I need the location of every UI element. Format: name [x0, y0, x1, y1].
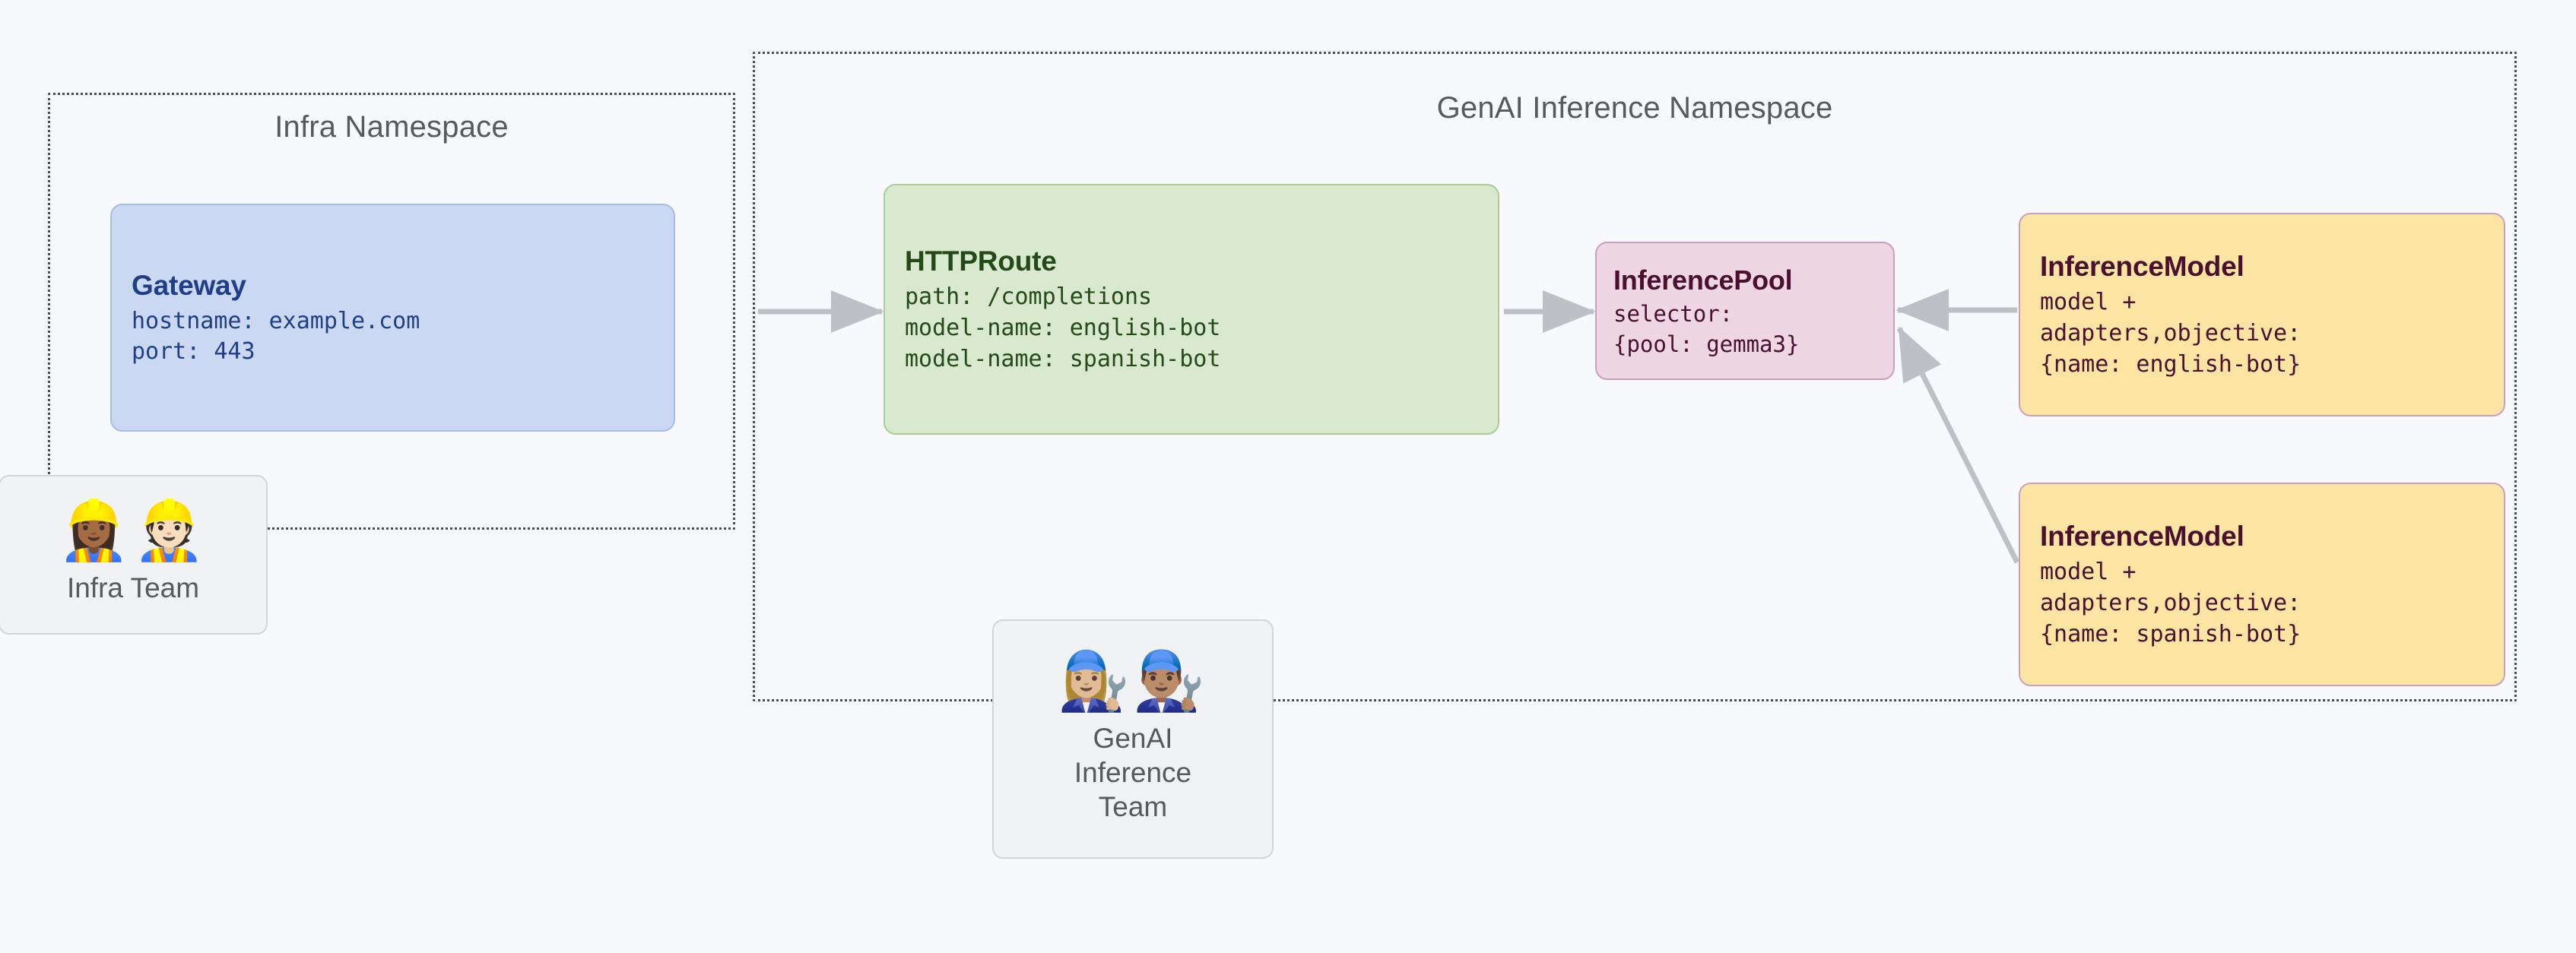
- node-inferencepool-title: InferencePool: [1613, 264, 1793, 296]
- node-inferencemodel-spanish-title: InferenceModel: [2040, 521, 2244, 552]
- badge-genai-inference-team[interactable]: 👩🏼‍🔧👨🏽‍🔧 GenAI Inference Team: [992, 619, 1274, 859]
- node-httproute-model-name-spanish: model-name: spanish-bot: [905, 345, 1221, 372]
- node-inferencepool[interactable]: InferencePool selector: {pool: gemma3}: [1595, 242, 1895, 380]
- node-inferencemodel-spanish-line-1: model +: [2040, 559, 2137, 586]
- namespace-infra-title: Infra Namespace: [274, 110, 509, 144]
- namespace-genai-inference-title: GenAI Inference Namespace: [1436, 91, 1833, 125]
- node-inferencemodel-english-line-2: adapters,objective:: [2040, 320, 2302, 347]
- namespace-infra: [48, 93, 735, 530]
- node-inferencepool-selector-value: {pool: gemma3}: [1613, 331, 1800, 357]
- node-httproute[interactable]: HTTPRoute path: /completions model-name:…: [884, 184, 1499, 435]
- node-httproute-model-name-english: model-name: english-bot: [905, 315, 1221, 342]
- node-inferencemodel-english[interactable]: InferenceModel model + adapters,objectiv…: [2019, 213, 2505, 416]
- node-gateway-hostname: hostname: example.com: [132, 307, 420, 334]
- node-inferencemodel-spanish-line-2: adapters,objective:: [2040, 590, 2302, 617]
- node-inferencemodel-english-line-3: {name: english-bot}: [2040, 350, 2302, 378]
- badge-infra-team-label: Infra Team: [66, 572, 200, 604]
- mechanic-icon: 👩🏼‍🔧👨🏽‍🔧: [1058, 648, 1208, 714]
- construction-worker-icon: 👷🏾‍♀️👷🏻: [58, 499, 208, 564]
- node-gateway-port: port: 443: [132, 338, 255, 366]
- badge-genai-inference-team-label: GenAI Inference Team: [1074, 722, 1192, 823]
- node-httproute-title: HTTPRoute: [905, 245, 1057, 277]
- node-inferencemodel-english-title: InferenceModel: [2040, 251, 2244, 283]
- node-inferencemodel-spanish-line-3: {name: spanish-bot}: [2040, 620, 2302, 647]
- badge-infra-team[interactable]: 👷🏾‍♀️👷🏻 Infra Team: [0, 475, 268, 635]
- namespace-genai-inference: [753, 52, 2517, 701]
- node-inferencepool-selector-key: selector:: [1613, 301, 1734, 328]
- node-httproute-path: path: /completions: [905, 283, 1153, 311]
- node-gateway-title: Gateway: [132, 269, 246, 301]
- node-inferencemodel-english-line-1: model +: [2040, 289, 2137, 316]
- node-inferencemodel-spanish[interactable]: InferenceModel model + adapters,objectiv…: [2019, 483, 2505, 686]
- node-gateway[interactable]: Gateway hostname: example.com port: 443: [110, 204, 675, 432]
